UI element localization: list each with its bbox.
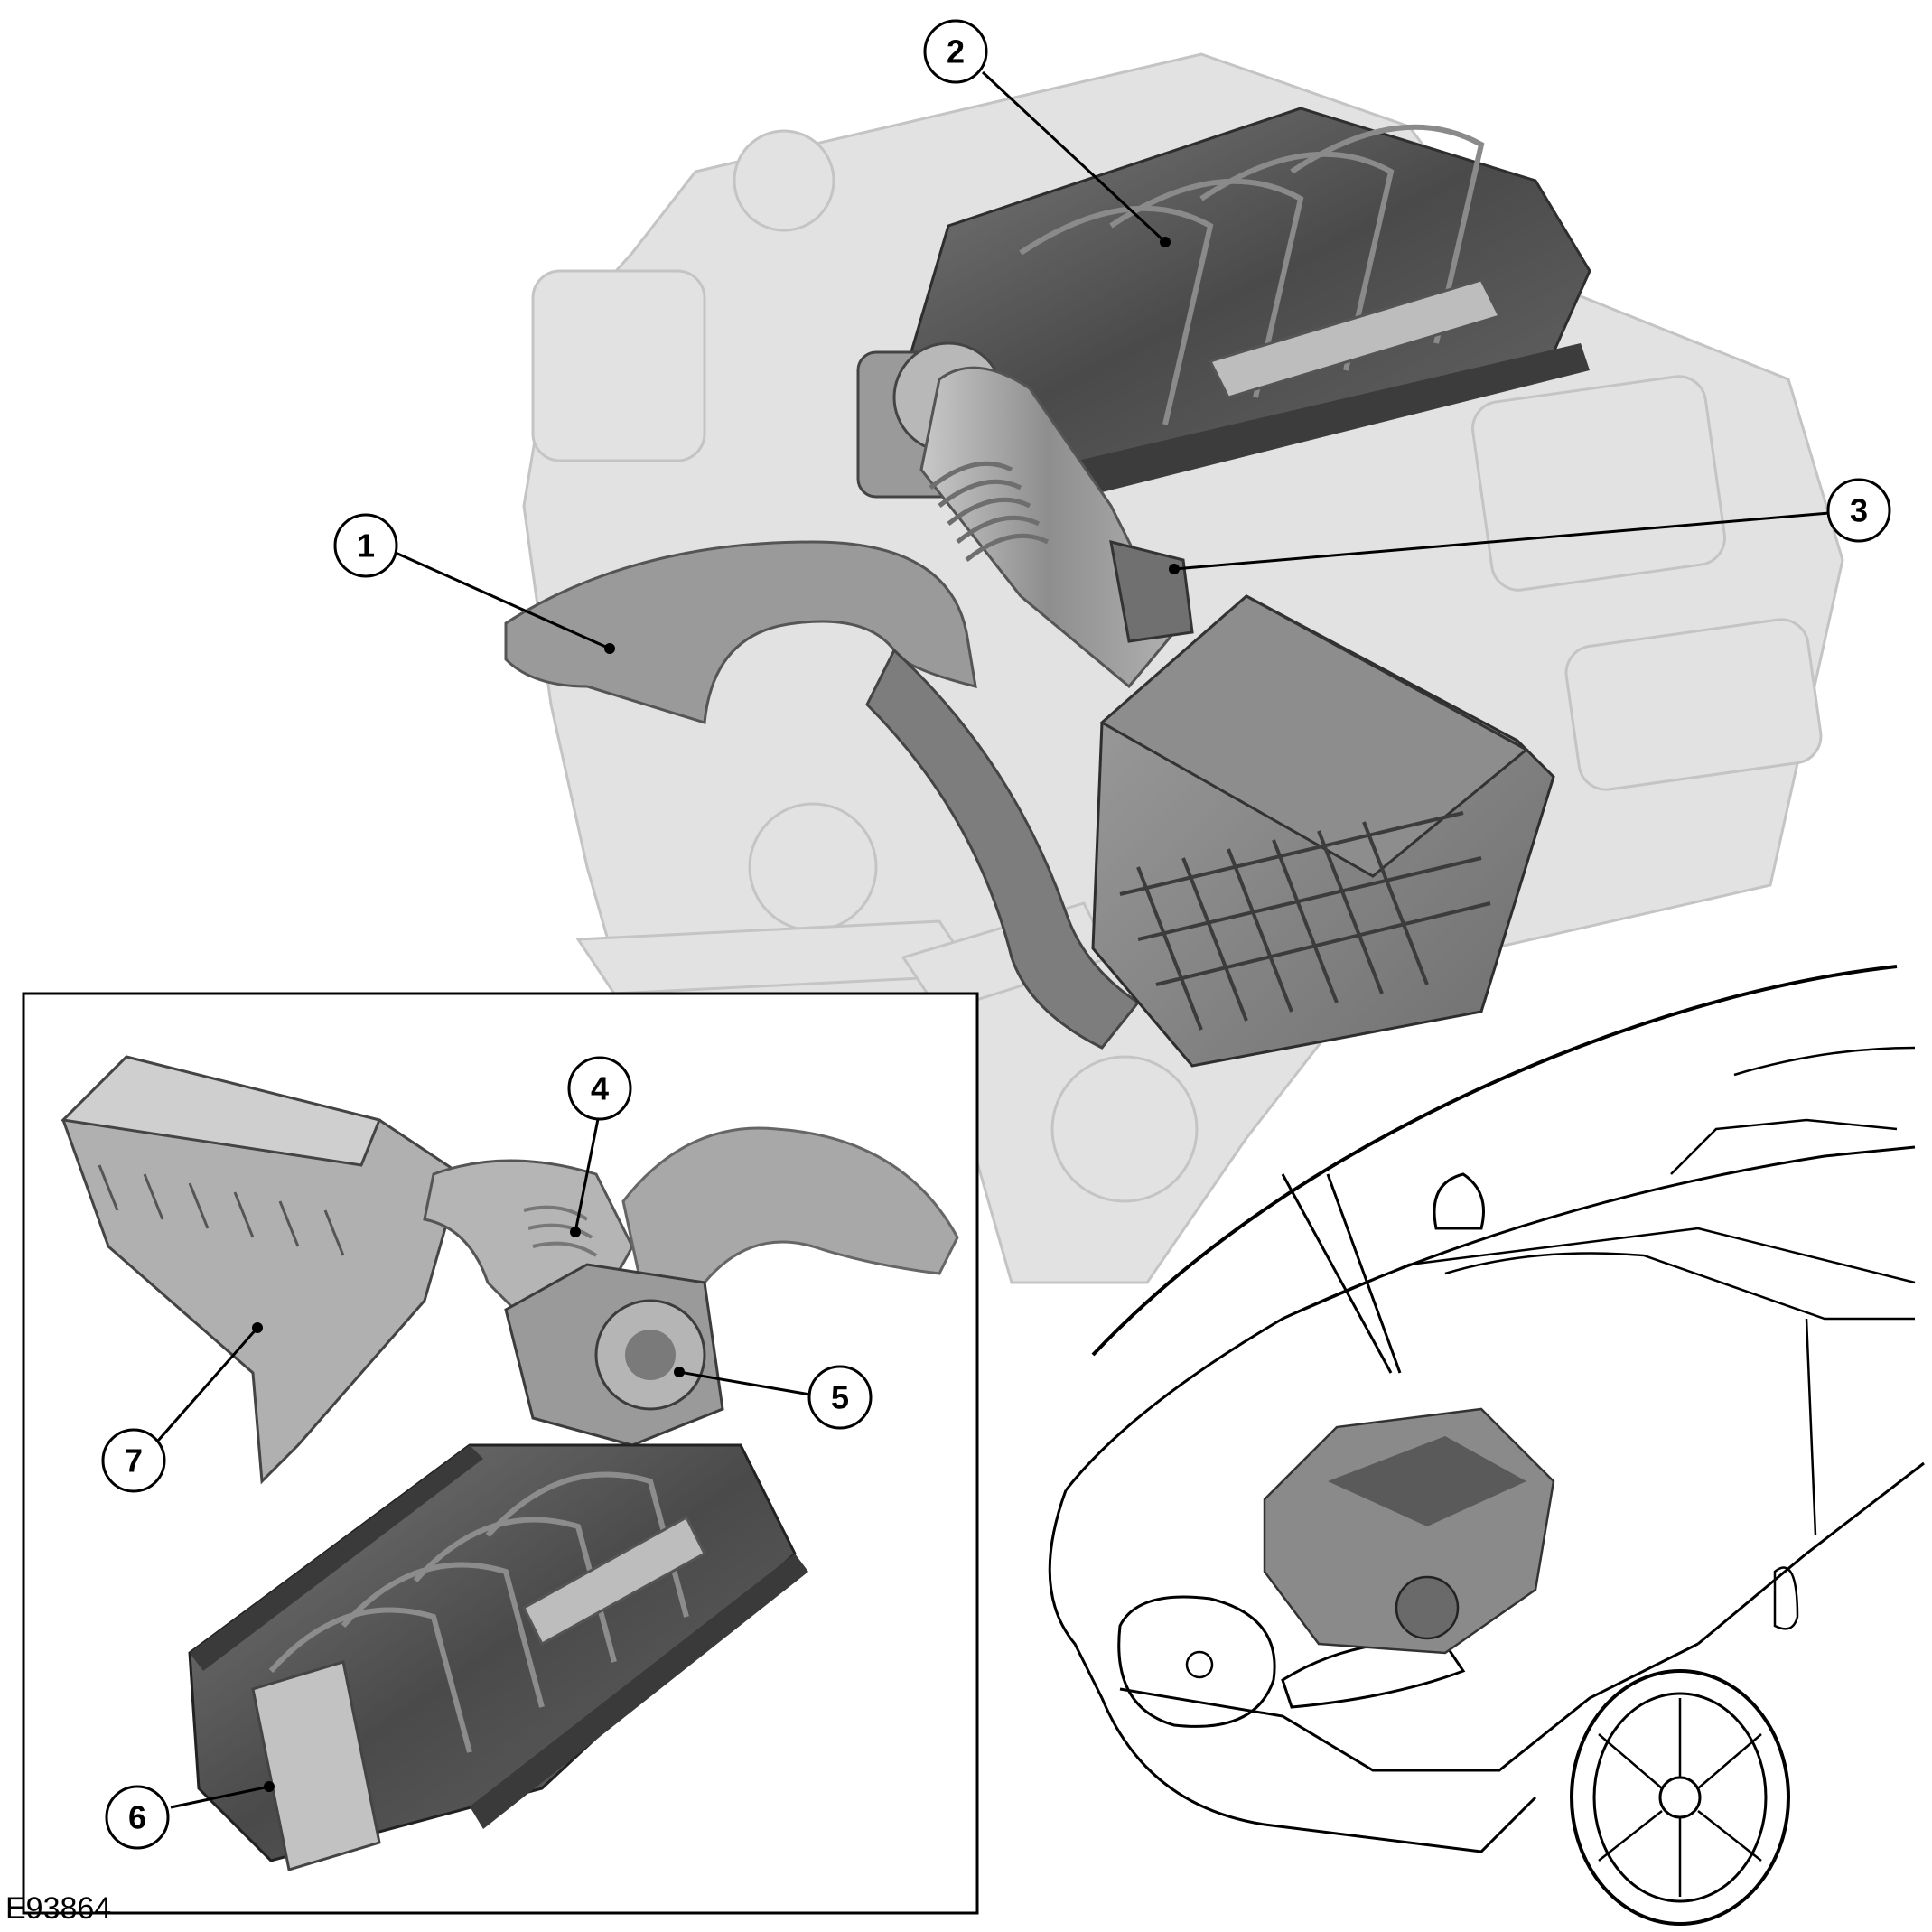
leader-lines: [156, 70, 1830, 1809]
inset-air-cleaner: [60, 1055, 462, 1485]
air-cleaner-box: [1091, 594, 1555, 1068]
callout-3: 3: [1826, 478, 1891, 543]
leader-line-1: [395, 551, 611, 650]
callouts: 1 2 3 4 5 6 7: [101, 19, 1891, 1850]
leader-line-3: [1173, 511, 1830, 571]
callout-label-7: 7: [125, 1442, 143, 1479]
figure-id: E93864: [5, 1891, 112, 1926]
callout-5: 5: [807, 1365, 873, 1430]
leader-dots: [252, 237, 1180, 1792]
leader-line-4: [574, 1118, 600, 1233]
callout-label-5: 5: [831, 1379, 849, 1416]
intake-manifold: [901, 107, 1591, 506]
callout-6: 6: [105, 1785, 170, 1850]
callout-label-6: 6: [128, 1799, 146, 1836]
air-intake-pipe: [919, 366, 1194, 689]
callout-label-4: 4: [591, 1070, 609, 1107]
callout-label-1: 1: [357, 527, 375, 565]
inset-air-inlet-duct: [621, 1126, 959, 1330]
leader-line-7: [156, 1327, 259, 1442]
leader-line-5: [678, 1370, 811, 1396]
leader-line-2: [981, 70, 1167, 244]
callout-2: 2: [923, 19, 988, 84]
leader-line-6: [170, 1785, 270, 1809]
inset-intake-manifold: [188, 1443, 808, 1871]
callout-1: 1: [333, 513, 398, 578]
callout-4: 4: [567, 1056, 632, 1121]
callout-label-3: 3: [1850, 492, 1868, 529]
inset-throttle-body: [504, 1263, 724, 1447]
callout-label-2: 2: [947, 33, 965, 70]
main-engine-illustration: [504, 52, 1844, 1284]
vehicle-locator-illustration: [1048, 965, 1925, 1926]
callout-7: 7: [101, 1428, 166, 1493]
air-inlet-duct: [504, 540, 1141, 1050]
inset-panel: [22, 992, 979, 1915]
vehicle-engine-highlight: [1263, 1407, 1555, 1655]
